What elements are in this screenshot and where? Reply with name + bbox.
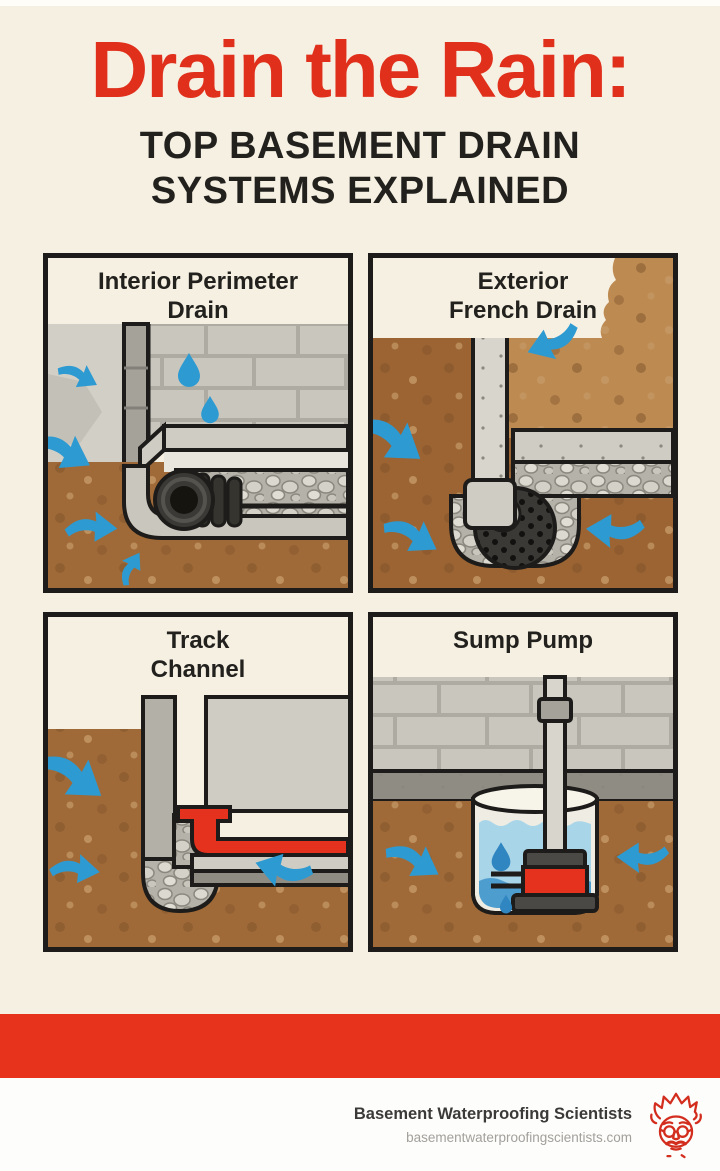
exterior-french-drain-diagram	[373, 258, 673, 588]
panel-title: Interior Perimeter Drain	[97, 268, 299, 324]
subtitle-line-1: TOP BASEMENT DRAIN	[139, 125, 581, 167]
track-channel-diagram	[48, 617, 348, 947]
panel-title: Exterior French Drain	[448, 268, 598, 324]
panel-exterior-french-drain: Exterior French Drain	[368, 253, 678, 593]
brick-wall	[373, 677, 673, 771]
title-backdrop	[373, 258, 616, 338]
footer: Basement Waterproofing Scientists baseme…	[0, 1078, 720, 1171]
panel-grid: Interior Perimeter Drain	[43, 253, 678, 952]
interior-wall	[204, 695, 348, 813]
sump-pump-diagram	[373, 617, 673, 947]
discharge-pipe	[537, 675, 573, 861]
exterior-wall	[141, 695, 177, 861]
under-slab-gap	[164, 450, 348, 472]
website-url: basementwaterproofingscientists.com	[406, 1129, 632, 1145]
interior-perimeter-drain-diagram	[48, 258, 348, 588]
poster-subtitle: TOP BASEMENT DRAIN SYSTEMS EXPLAINED	[0, 124, 720, 214]
sump-pump-unit	[491, 849, 599, 913]
poster-title: Drain the Rain:	[90, 25, 632, 114]
footer-red-stripe	[0, 1014, 720, 1078]
basin-rim	[471, 784, 599, 814]
scientist-face-logo-icon	[650, 1092, 702, 1158]
brand-name: Basement Waterproofing Scientists	[353, 1104, 632, 1123]
panel-sump-pump: Sump Pump	[368, 612, 678, 952]
soil	[48, 729, 348, 947]
corrugated-drain-pipe	[153, 469, 243, 531]
subtitle-line-2: SYSTEMS EXPLAINED	[150, 169, 570, 212]
top-edge-strip	[0, 0, 720, 6]
floor-slab	[138, 421, 348, 477]
panel-title: Sump Pump	[452, 627, 593, 654]
footing	[511, 428, 673, 498]
foundation-wall	[48, 322, 348, 472]
footer-text: Basement Waterproofing Scientists baseme…	[354, 1105, 632, 1145]
panel-interior-perimeter-drain: Interior Perimeter Drain	[43, 253, 353, 593]
panel-title: Track Channel	[150, 627, 246, 683]
panel-track-channel: Track Channel	[43, 612, 353, 952]
